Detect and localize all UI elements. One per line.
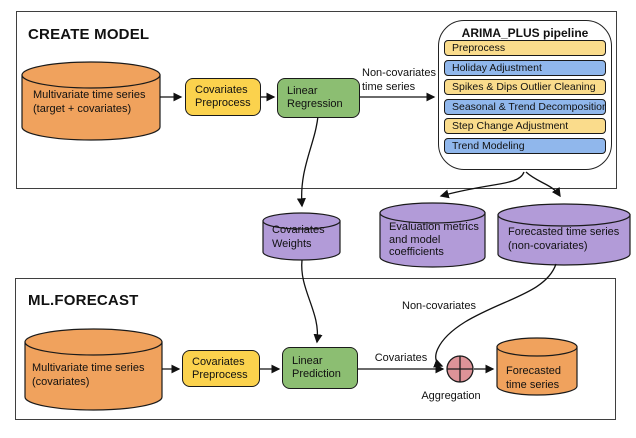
- pipeline-step-preprocess: Preprocess: [444, 40, 606, 56]
- forecast-noncovariates-cylinder: [497, 203, 631, 266]
- noncovariates-time-series-edge-label: Non-covariates time series: [362, 67, 452, 94]
- covariates-preprocess-box-top: Covariates Preprocess: [185, 78, 261, 116]
- curve-regression-to-weights: [296, 115, 319, 208]
- source-bottom-line2: (covariates): [32, 375, 90, 388]
- curve-weights-to-prediction: [301, 259, 323, 344]
- weights-line1: Covariates: [272, 224, 325, 236]
- covariates-preprocess-bottom-line1: Covariates: [192, 355, 245, 368]
- forecast-noncovariates-label: Forecasted time series (non-covariates): [508, 226, 630, 253]
- source-bottom-line1: Multivariate time series: [32, 362, 145, 374]
- covariates-weights-cylinder: [262, 212, 341, 261]
- covariates-preprocess-top-line1: Covariates: [195, 84, 248, 96]
- linear-prediction-box: Linear Prediction: [282, 347, 358, 389]
- output-line1: Forecasted: [506, 365, 562, 377]
- multivariate-target-covariates-label: Multivariate time series (target + covar…: [33, 89, 163, 116]
- covariates-edge-label: Covariates: [374, 352, 428, 364]
- covariates-preprocess-top-line2: Preprocess: [195, 97, 251, 109]
- ml-forecast-title: ML.FORECAST: [28, 292, 139, 309]
- linear-prediction-line1: Linear: [292, 355, 323, 367]
- linear-regression-box: Linear Regression: [277, 78, 360, 118]
- covariates-preprocess-bottom-line2: Preprocess: [192, 368, 248, 381]
- pipeline-step-seasonal-trend: Seasonal & Trend Decomposition: [444, 98, 606, 115]
- pipeline-step-step-change: Step Change Adjustment: [444, 118, 606, 134]
- covariates-preprocess-box-bottom: Covariates Preprocess: [182, 350, 260, 387]
- source-top-line1: Multivariate time series: [33, 89, 146, 101]
- evaluation-metrics-label: Evaluation metrics and model coefficient…: [389, 221, 489, 259]
- evaluation-metrics-cylinder: [379, 202, 486, 268]
- curve-pipeline-to-evaluation: [439, 171, 525, 199]
- curve-noncov-to-aggregation: [433, 263, 557, 368]
- linear-regression-line2: Regression: [287, 98, 343, 110]
- linear-prediction-line2: Prediction: [292, 368, 341, 380]
- noncovariates-edge-label: Non-covariates: [402, 300, 476, 312]
- arima-plus-pipeline-title: ARIMA_PLUS pipeline: [461, 26, 589, 40]
- curve-pipeline-to-forecast-noncov: [525, 171, 561, 198]
- source-top-line2: (target + covariates): [33, 102, 132, 115]
- forecast-noncov-line2: (non-covariates): [508, 239, 588, 252]
- pipeline-step-holiday: Holiday Adjustment: [444, 59, 606, 76]
- output-line2: time series: [506, 378, 560, 391]
- pipeline-step-spikes-dips: Spikes & Dips Outlier Cleaning: [444, 79, 606, 95]
- noncov-ts-line2: time series: [362, 80, 416, 93]
- eval-line2: and model: [389, 233, 441, 246]
- linear-regression-line1: Linear: [287, 85, 318, 97]
- weights-line2: Weights: [272, 237, 312, 250]
- forecasted-time-series-cylinder: [496, 337, 578, 396]
- arima-plus-pipeline-container: ARIMA_PLUS pipeline Preprocess Holiday A…: [438, 20, 612, 170]
- create-model-title: CREATE MODEL: [28, 26, 150, 43]
- aggregation-label: Aggregation: [421, 390, 481, 402]
- forecasted-time-series-label: Forecasted time series: [506, 365, 576, 392]
- eval-line3: coefficients: [389, 246, 444, 258]
- noncov-ts-line1: Non-covariates: [362, 67, 436, 79]
- eval-line1: Evaluation metrics: [389, 221, 479, 233]
- multivariate-covariates-cylinder: [24, 328, 163, 411]
- pipeline-step-trend-modeling: Trend Modeling: [444, 137, 606, 154]
- covariates-weights-label: Covariates Weights: [272, 224, 342, 251]
- multivariate-covariates-label: Multivariate time series (covariates): [32, 362, 164, 389]
- forecast-noncov-line1: Forecasted time series: [508, 226, 620, 238]
- aggregation-node: [446, 355, 474, 383]
- multivariate-target-covariates-cylinder: [21, 61, 161, 141]
